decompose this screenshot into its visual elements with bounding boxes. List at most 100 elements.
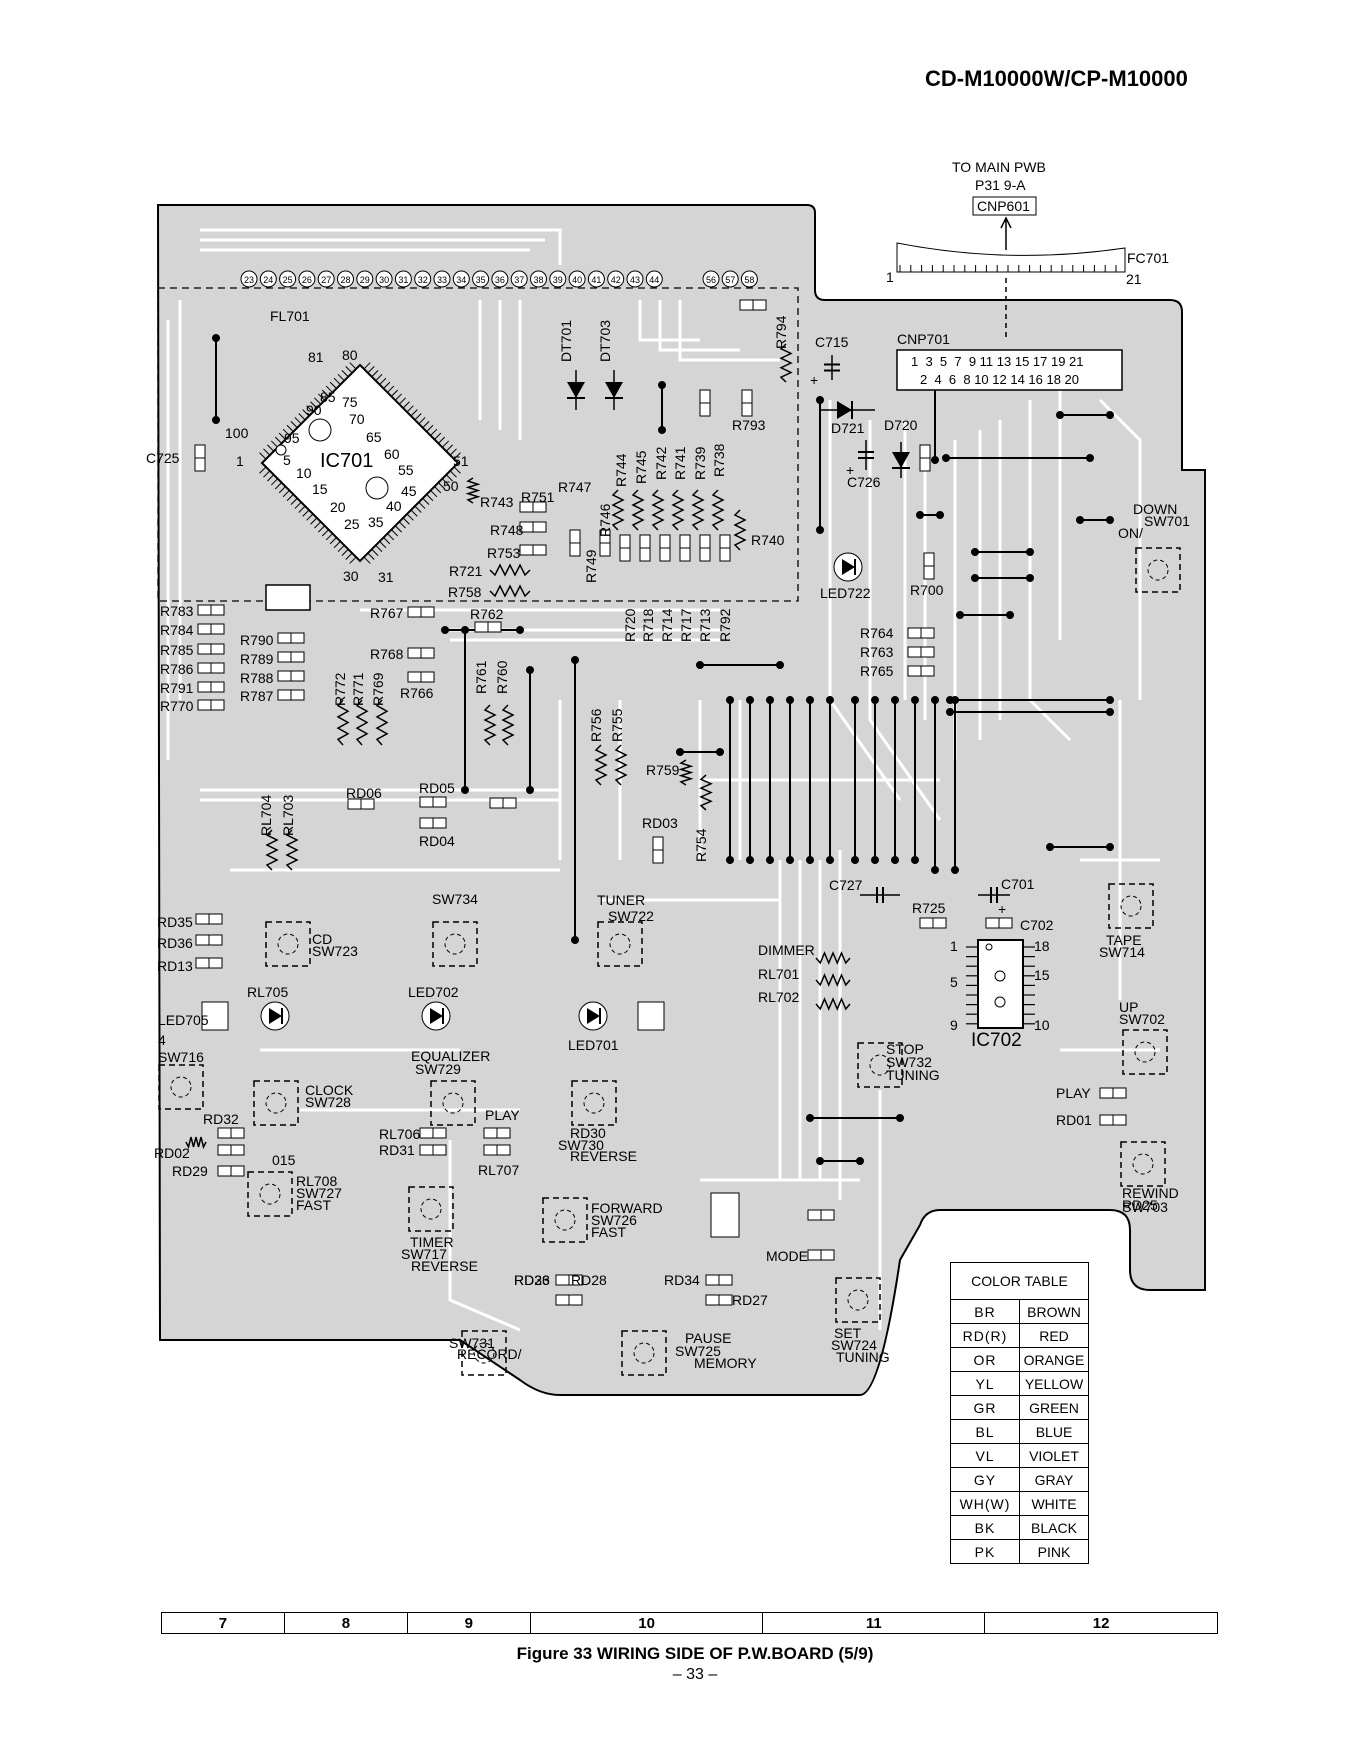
component-label: R755 <box>609 708 625 742</box>
pin-pad <box>356 270 374 288</box>
component-label: R792 <box>717 608 733 642</box>
pin-pad <box>394 270 412 288</box>
component-label: EQUALIZER <box>411 1048 490 1064</box>
jumper-end <box>891 696 899 704</box>
chip-component <box>197 623 225 635</box>
resistor <box>815 997 851 1011</box>
switch-footprint <box>430 1080 476 1126</box>
chip-component <box>705 1274 733 1286</box>
component-label: R725 <box>912 900 946 916</box>
jumper-end <box>746 696 754 704</box>
jumper-end <box>766 696 774 704</box>
chip-component <box>197 643 225 655</box>
capacitor <box>978 887 1010 903</box>
component-label: R751 <box>521 489 555 505</box>
chip-component <box>217 1144 245 1156</box>
chip-component <box>217 1165 245 1177</box>
resistor <box>651 489 665 531</box>
component-label: R746 <box>597 503 613 537</box>
led-footprint <box>578 1001 608 1031</box>
component-label: R741 <box>672 446 688 480</box>
resistor <box>691 489 705 531</box>
component-label: RD03 <box>642 815 678 831</box>
jumper-end <box>1086 454 1094 462</box>
jumper-end <box>851 696 859 704</box>
ic701-label: IC701 <box>320 450 373 472</box>
chip-component <box>1099 1087 1127 1099</box>
jumper-end <box>911 856 919 864</box>
component-label: LED702 <box>408 984 459 1000</box>
color-table-title: COLOR TABLE <box>950 1262 1089 1300</box>
component-label: TAPE <box>1106 932 1142 948</box>
color-code: YL <box>950 1371 1020 1396</box>
flat-cable <box>896 242 1126 273</box>
svg-text:100: 100 <box>225 425 249 441</box>
capacitor <box>824 355 840 380</box>
component-label: R714 <box>659 608 675 642</box>
jumper-end <box>441 626 449 634</box>
component-label: RL707 <box>478 1162 519 1178</box>
component-label: RD25 <box>1122 1197 1158 1213</box>
pin-number: 31 <box>398 275 408 285</box>
color-code: VL <box>950 1443 1020 1468</box>
component-label: R713 <box>697 608 713 642</box>
component-label: R758 <box>448 584 482 600</box>
component-label: DT703 <box>597 320 613 362</box>
jumper-end <box>1026 548 1034 556</box>
chip-component <box>419 1127 447 1139</box>
chip-component <box>194 444 206 472</box>
component-label: RD01 <box>1056 1112 1092 1128</box>
jumper-end <box>951 866 959 874</box>
jumper-end <box>776 661 784 669</box>
component-label: R742 <box>653 446 669 480</box>
chip-component <box>1099 1114 1127 1126</box>
pin-number: 30 <box>379 275 389 285</box>
color-name: ORANGE <box>1019 1347 1089 1372</box>
svg-text:95: 95 <box>284 430 300 446</box>
svg-text:35: 35 <box>368 514 384 530</box>
component-label: R790 <box>240 632 274 648</box>
color-name: GREEN <box>1019 1395 1089 1420</box>
component-label: RL704 <box>258 795 274 836</box>
component-label: SW731 <box>449 1335 495 1351</box>
chip-component <box>652 836 664 864</box>
chip-component <box>699 534 711 562</box>
component-label: STAND-BY <box>0 0 70 3</box>
switch-footprint <box>597 921 643 967</box>
connector-ref-label: P31 9-A <box>975 177 1026 193</box>
component-label: R783 <box>160 603 194 619</box>
svg-text:90: 90 <box>306 402 322 418</box>
component-label: D720 <box>884 417 918 433</box>
component-label: R793 <box>732 417 766 433</box>
component-label: SW714 <box>1099 944 1145 960</box>
component-label: C701 <box>1001 876 1035 892</box>
component-label: FORWARD <box>591 1200 663 1216</box>
resistor <box>611 489 625 531</box>
chip-component <box>195 934 223 946</box>
jumper-end <box>806 696 814 704</box>
chip-component <box>519 544 547 556</box>
jumper-end <box>571 656 579 664</box>
pin-number: 42 <box>611 275 621 285</box>
jumper-end <box>856 1157 864 1165</box>
component-label: R768 <box>370 646 404 662</box>
component-label: R720 <box>622 608 638 642</box>
color-name: BLUE <box>1019 1419 1089 1444</box>
component-label: R739 <box>692 446 708 480</box>
pin-pad <box>530 270 547 288</box>
connector-to-label: TO MAIN PWB <box>952 159 1046 175</box>
component-label: LED701 <box>568 1037 619 1053</box>
jumper-end <box>1106 516 1114 524</box>
svg-text:1: 1 <box>236 453 244 469</box>
pin-pad <box>337 270 354 288</box>
resistor <box>465 477 481 504</box>
ic702-pin1: 1 <box>950 938 958 954</box>
chip-component <box>197 699 225 711</box>
chip-component <box>195 913 223 925</box>
color-code: BK <box>950 1515 1020 1540</box>
component-label: R745 <box>633 450 649 484</box>
